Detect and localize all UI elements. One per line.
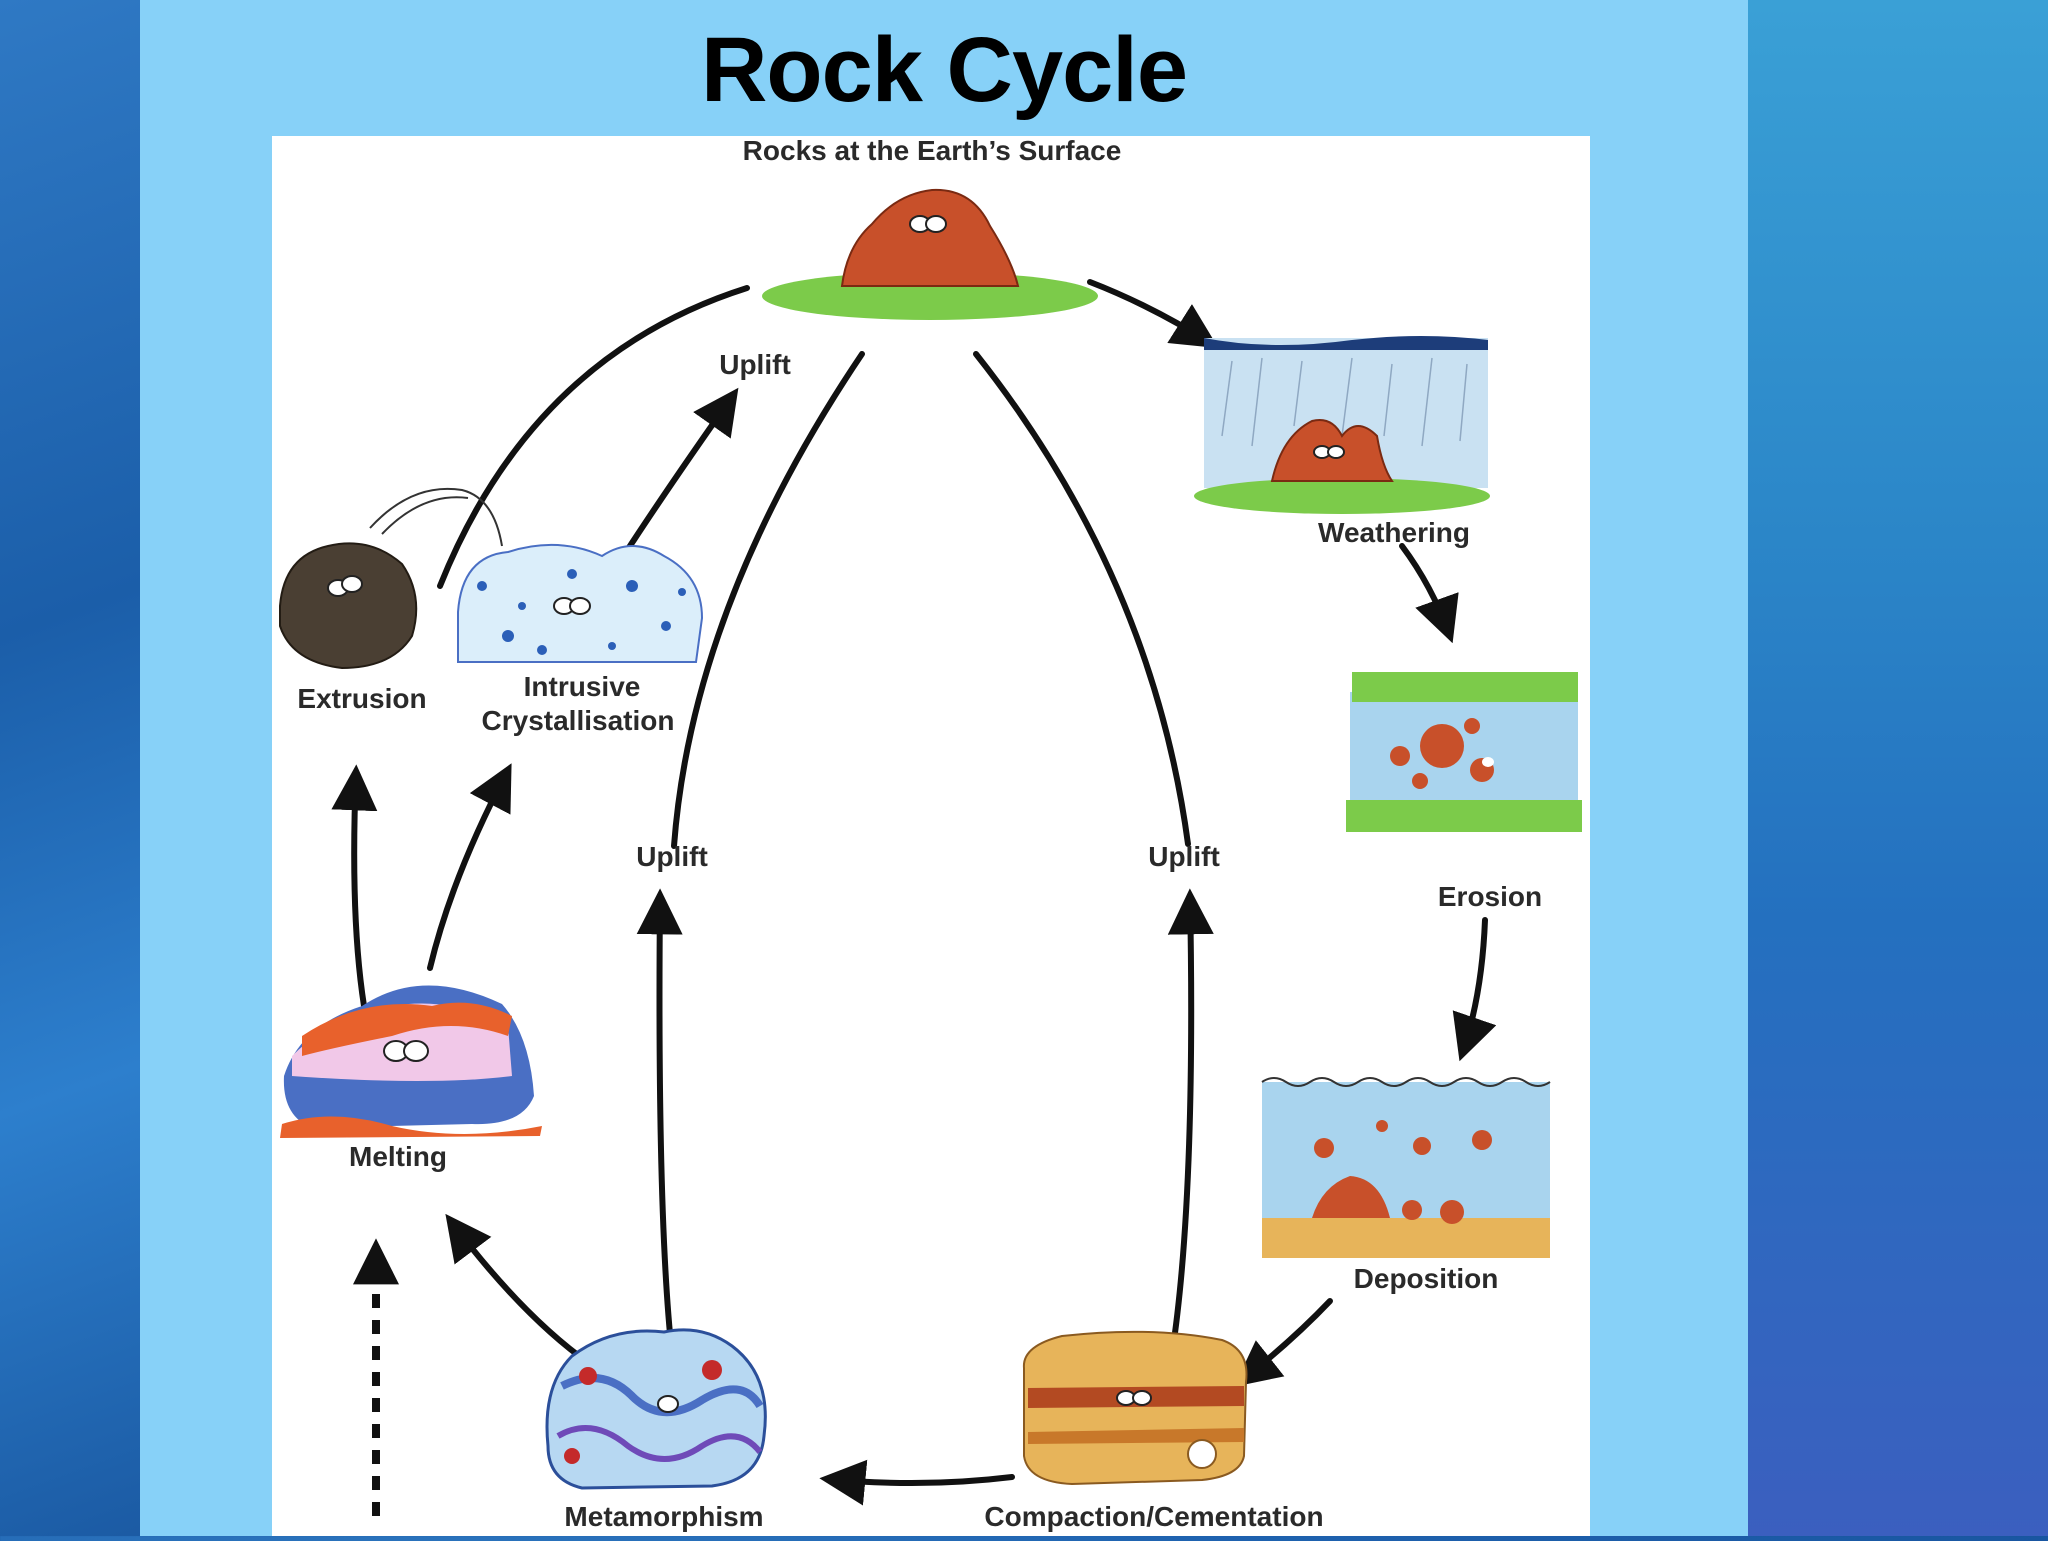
label-surface: Rocks at the Earth’s Surface — [743, 136, 1122, 166]
line-metamorphism-to-surface — [671, 351, 865, 849]
surface-rock-illustration — [762, 188, 1098, 320]
label-uplift-left: Uplift — [636, 841, 708, 872]
label-uplift-right: Uplift — [1148, 841, 1220, 872]
deposition-illustration — [1261, 1077, 1551, 1258]
arrow-extrusion-to-surface — [437, 285, 750, 589]
arrow-surface-to-weathering — [1087, 279, 1219, 349]
arrow-melting-to-intrusive — [427, 763, 512, 971]
compaction-illustration — [1022, 1330, 1248, 1486]
label-weathering: Weathering — [1318, 517, 1470, 548]
weathering-illustration — [1194, 336, 1490, 514]
arrow-melting-to-extrusion — [331, 764, 378, 1009]
arrow-compaction-to-metamorphism — [819, 1459, 1015, 1506]
label-extrusion: Extrusion — [297, 683, 426, 714]
label-intrusive-line2: Crystallisation — [482, 705, 675, 736]
arrow-intrusive-to-uplift — [614, 387, 739, 569]
rock-cycle-diagram-panel: Rocks at the Earth’s Surface Weathering … — [272, 135, 1590, 1536]
line-compaction-to-surface — [973, 351, 1191, 847]
background-right — [1718, 0, 2048, 1536]
arrow-weathering-to-erosion — [1399, 543, 1459, 644]
background-left — [0, 0, 160, 1536]
arrow-metamorphism-to-melting — [445, 1213, 593, 1367]
cycle-arrows — [331, 279, 1497, 1506]
extrusion-illustration — [279, 487, 503, 670]
label-compaction: Compaction/Cementation — [984, 1501, 1323, 1532]
label-deposition: Deposition — [1354, 1263, 1499, 1294]
slide-title: Rock Cycle — [700, 19, 1188, 121]
arrow-deposition-to-compaction — [1233, 1298, 1333, 1387]
label-intrusive-line1: Intrusive — [524, 671, 641, 702]
erosion-illustration — [1346, 672, 1582, 832]
label-uplift-top: Uplift — [719, 349, 791, 380]
intrusive-illustration — [457, 543, 704, 663]
label-metamorphism: Metamorphism — [564, 1501, 763, 1532]
arrow-compaction-uplift — [1167, 888, 1214, 1357]
rock-cycle-diagram: Rocks at the Earth’s Surface Weathering … — [279, 135, 1582, 1532]
melting-illustration — [280, 985, 542, 1138]
arrow-metamorphism-uplift — [636, 888, 683, 1357]
label-melting: Melting — [349, 1141, 447, 1172]
metamorphism-illustration — [545, 1328, 767, 1490]
label-erosion: Erosion — [1438, 881, 1542, 912]
arrow-erosion-to-deposition — [1452, 917, 1497, 1062]
